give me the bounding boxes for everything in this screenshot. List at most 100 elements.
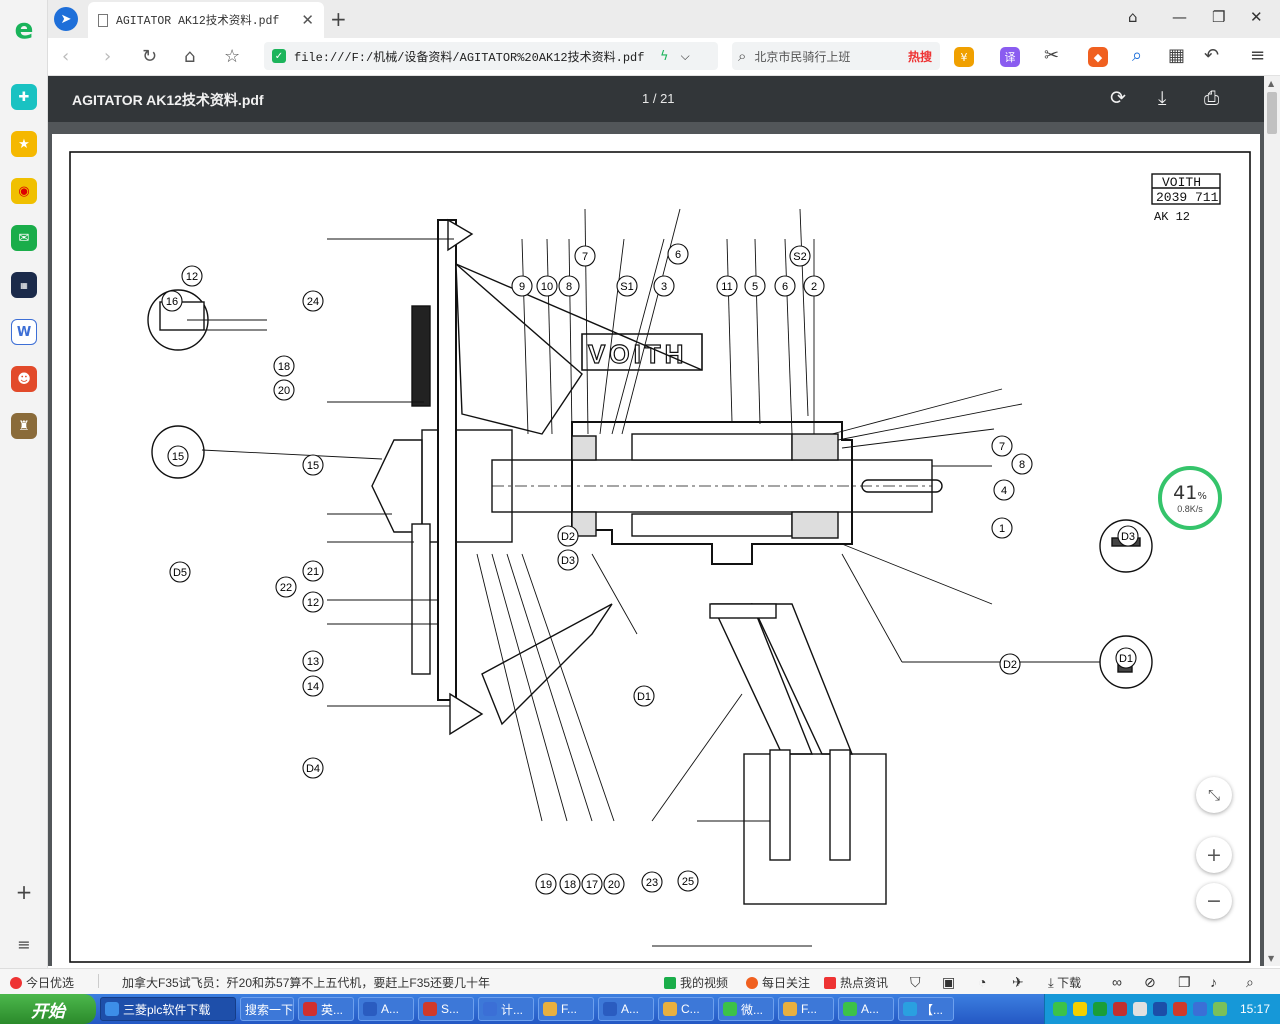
reload-icon[interactable]: ↻: [142, 46, 158, 67]
minimize-icon[interactable]: —: [1172, 8, 1187, 26]
navigate-arrow-icon[interactable]: ➤: [54, 7, 78, 31]
news-headline[interactable]: 加拿大F35试飞员：歼20和苏57算不上五代机，要赶上F35还要几十年: [122, 976, 491, 990]
speed-percent: 41: [1173, 482, 1198, 504]
hot-info[interactable]: 热点资讯: [840, 976, 889, 990]
game-avatar-icon[interactable]: ☻: [11, 366, 37, 392]
taskbar-item[interactable]: 计...: [478, 997, 534, 1021]
close-window-icon[interactable]: ✕: [1250, 8, 1263, 26]
shield-icon[interactable]: ⛉: [910, 974, 921, 990]
menu-list-icon[interactable]: ≡: [17, 934, 31, 954]
address-text[interactable]: file:///F:/机械/设备资料/AGITATOR%20AK12技术资料.p…: [294, 50, 645, 65]
downloads-label[interactable]: 下载: [1057, 976, 1082, 990]
fire-icon: [746, 977, 758, 989]
app-icon: [363, 1002, 377, 1016]
close-tab-icon[interactable]: ✕: [301, 11, 314, 29]
translate-icon[interactable]: 译: [1000, 47, 1020, 67]
rotate-icon[interactable]: ⟳: [1110, 87, 1126, 109]
taskbar-item[interactable]: A...: [838, 997, 894, 1021]
glasses-icon[interactable]: ∞: [1112, 974, 1122, 990]
favorites-star-icon[interactable]: ★: [11, 131, 37, 157]
network-speed-widget[interactable]: 41% 0.8K/s: [1158, 466, 1222, 530]
weibo-icon[interactable]: ◉: [11, 178, 37, 204]
taskbar-item[interactable]: 英...: [298, 997, 354, 1021]
restore-icon[interactable]: ❐: [1212, 8, 1226, 26]
callout-label: 18: [278, 361, 290, 373]
zoom-search-icon[interactable]: ⌕: [1246, 974, 1254, 990]
forward-icon[interactable]: ›: [104, 46, 112, 67]
callout-label: 6: [782, 281, 788, 293]
daily-follow[interactable]: 每日关注: [762, 976, 811, 990]
vertical-scrollbar[interactable]: ▲ ▼: [1264, 76, 1280, 966]
taskbar-item[interactable]: 【...: [898, 997, 954, 1021]
my-video[interactable]: 我的视频: [680, 976, 729, 990]
game-portal-icon[interactable]: ▦: [11, 272, 37, 298]
tray-shield-icon[interactable]: [1213, 1002, 1227, 1016]
scroll-down-arrow-icon[interactable]: ▼: [1268, 954, 1275, 963]
tray-network-icon[interactable]: [1193, 1002, 1207, 1016]
taskbar-item[interactable]: A...: [598, 997, 654, 1021]
active-tab[interactable]: AGITATOR AK12技术资料.pdf ✕: [88, 2, 324, 38]
main-menu-icon[interactable]: ≡: [1250, 45, 1266, 66]
taskbar-item[interactable]: S...: [418, 997, 474, 1021]
coupon-extension-icon[interactable]: ¥: [954, 47, 974, 67]
tray-font-icon[interactable]: [1133, 1002, 1147, 1016]
address-bar[interactable]: ✓ file:///F:/机械/设备资料/AGITATOR%20AK12技术资料…: [264, 42, 718, 70]
image-icon[interactable]: ▣: [942, 974, 956, 990]
taskbar-item-label: 微...: [741, 1002, 764, 1017]
start-label: 开始: [31, 1001, 65, 1021]
hot-search-label[interactable]: 热搜: [907, 49, 932, 64]
chevron-down-icon[interactable]: ⌵: [680, 48, 690, 63]
bookmark-star-icon[interactable]: ☆: [224, 46, 241, 67]
scissors-icon[interactable]: ✂: [1044, 45, 1060, 66]
magnifier-icon[interactable]: ⌕: [1132, 45, 1143, 66]
download-icon[interactable]: ⤓: [1158, 87, 1167, 109]
callout-label: D3: [561, 555, 575, 567]
window-icon[interactable]: ❐: [1178, 974, 1191, 990]
rocket-icon[interactable]: ✈: [1012, 974, 1024, 990]
taskbar-item[interactable]: C...: [658, 997, 714, 1021]
callout-label: 17: [586, 879, 598, 891]
taskbar-item[interactable]: 微...: [718, 997, 774, 1021]
word-doc-icon[interactable]: W: [11, 319, 37, 345]
grid-apps-icon[interactable]: ▦: [1168, 45, 1186, 66]
new-tab-icon[interactable]: +: [330, 7, 347, 31]
callout-label: 2: [811, 281, 817, 293]
tray-wps-icon[interactable]: [1173, 1002, 1187, 1016]
taskbar-item[interactable]: A...: [358, 997, 414, 1021]
fit-page-icon[interactable]: ⤡: [1196, 777, 1232, 813]
wechat-tray-icon[interactable]: [1053, 1002, 1067, 1016]
taskbar-item[interactable]: 三菱plc软件下载: [100, 997, 236, 1021]
search-box[interactable]: ⌕ 北京市民骑行上班 热搜: [732, 42, 940, 70]
zoom-out-icon[interactable]: −: [1196, 883, 1232, 919]
speaker-icon[interactable]: ♪: [1210, 974, 1217, 990]
taskbar-item[interactable]: 搜索一下: [240, 997, 294, 1021]
tray-app-icon[interactable]: [1113, 1002, 1127, 1016]
taskbar-item[interactable]: F...: [778, 997, 834, 1021]
search-placeholder[interactable]: 北京市民骑行上班: [754, 49, 851, 64]
start-button[interactable]: 开始: [0, 994, 96, 1024]
no-image-icon[interactable]: ⊘: [1144, 974, 1156, 990]
scroll-up-arrow-icon[interactable]: ▲: [1268, 79, 1275, 88]
undo-icon[interactable]: ↶: [1204, 45, 1220, 66]
print-icon[interactable]: ⎙: [1204, 87, 1220, 109]
game-character-icon[interactable]: ♜: [11, 413, 37, 439]
scroll-thumb[interactable]: [1267, 92, 1277, 134]
plus-cross-icon[interactable]: ✚: [11, 84, 37, 110]
today-picks[interactable]: 今日优选: [26, 976, 75, 990]
browser-logo-icon[interactable]: e: [14, 11, 34, 45]
taskbar-item[interactable]: F...: [538, 997, 594, 1021]
speed-icon[interactable]: ◔: [978, 974, 987, 990]
gamepad-icon[interactable]: ◆: [1088, 47, 1108, 67]
zoom-in-icon[interactable]: +: [1196, 837, 1232, 873]
mail-icon[interactable]: ✉: [11, 225, 37, 251]
tray-hand-icon[interactable]: [1153, 1002, 1167, 1016]
add-icon[interactable]: +: [15, 880, 33, 904]
tray-plus-icon[interactable]: [1073, 1002, 1087, 1016]
home-icon[interactable]: ⌂: [184, 46, 196, 67]
lightning-icon[interactable]: ϟ: [660, 48, 669, 64]
tray-sync-icon[interactable]: [1093, 1002, 1107, 1016]
shirt-icon[interactable]: ⌂: [1128, 8, 1138, 26]
back-icon[interactable]: ‹: [62, 46, 70, 67]
title-block-model: AK 12: [1154, 210, 1190, 224]
